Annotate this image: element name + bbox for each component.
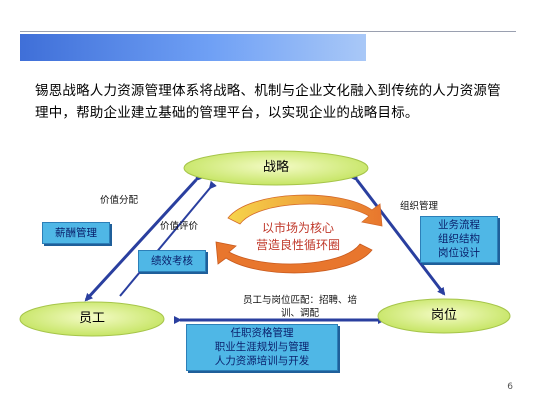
arrow-strategy-employee — [84, 172, 204, 302]
matching-line-1: 员工与岗位匹配：招聘、培 — [242, 295, 357, 306]
org-item: 岗位设计 — [438, 247, 480, 259]
center-line-2: 营造良性循环圈 — [255, 238, 340, 252]
strategy-node — [183, 150, 369, 186]
talent-development-box: 任职资格管理 职业生涯规划与管理 人力资源培训与开发 — [186, 324, 338, 371]
cycle-arrow-top — [227, 194, 383, 227]
org-item: 组织结构 — [438, 233, 480, 245]
center-cycle-text: 以市场为核心 营造良性循环圈 — [238, 220, 358, 254]
performance-box: 绩效考核 — [138, 250, 206, 272]
org-item: 业务流程 — [438, 219, 480, 231]
bottom-item: 任职资格管理 — [230, 327, 294, 339]
label-value-distribution: 价值分配 — [100, 195, 139, 206]
page-title — [20, 34, 366, 61]
page-number: 6 — [507, 382, 513, 392]
position-label: 岗位 — [430, 308, 457, 323]
intro-paragraph: 锡恩战略人力资源管理体系将战略、机制与企业文化融入到传统的人力资源管理中，帮助企… — [35, 83, 501, 121]
employee-node — [19, 301, 165, 337]
header-rule — [20, 31, 516, 32]
center-line-1: 以市场为核心 — [261, 221, 334, 235]
label-employee-position-matching: 员工与岗位匹配：招聘、培 训、调配 — [220, 294, 380, 320]
label-org-management: 组织管理 — [400, 201, 439, 212]
position-node — [377, 298, 511, 334]
arrow-strategy-position — [350, 172, 446, 296]
bottom-item: 人力资源培训与开发 — [214, 355, 310, 367]
bottom-item: 职业生涯规划与管理 — [214, 341, 310, 353]
compensation-box: 薪酬管理 — [42, 222, 110, 244]
cycle-arrow-bottom — [215, 241, 373, 274]
employee-label: 员工 — [78, 311, 105, 326]
label-value-evaluation: 价值评价 — [160, 221, 199, 232]
org-management-box: 业务流程 组织结构 岗位设计 — [420, 216, 498, 263]
strategy-label: 战略 — [262, 160, 289, 175]
matching-line-2: 训、调配 — [280, 308, 319, 319]
arrow-employee-strategy — [119, 180, 217, 297]
